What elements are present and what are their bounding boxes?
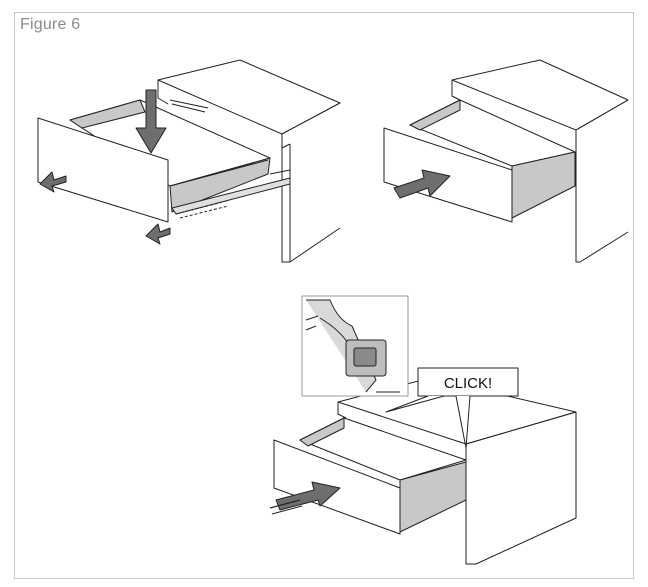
- click-callout: CLICK!: [385, 367, 519, 449]
- drawer-1-runner: [171, 177, 291, 215]
- cabinet-3-side: [465, 412, 577, 565]
- cabinet-3-front-edge: [337, 402, 347, 419]
- cabinet-1-base: [289, 227, 341, 263]
- cabinet-2-front-edge: [451, 80, 461, 101]
- cabinet-1-side-fill: [282, 103, 340, 230]
- drawer-3: [273, 417, 467, 535]
- step-insert-drawer: [383, 59, 629, 263]
- arrow-right-icon: [275, 481, 341, 511]
- arrow-left-icon: [145, 223, 171, 245]
- drawer-1-front-panel: [37, 117, 169, 223]
- arrow-right-icon: [393, 169, 451, 199]
- motion-line-1: [269, 499, 301, 509]
- step-push-click: CLICK!: [269, 295, 577, 565]
- figure-label: Figure 6: [20, 16, 81, 33]
- detail-clip-latch: [353, 347, 377, 367]
- cabinet-3-top-edge: [465, 411, 577, 445]
- figure-frame: [14, 12, 634, 579]
- callout-box: [417, 367, 519, 397]
- cabinet-2-side: [575, 130, 629, 263]
- callout-pointer-right: [455, 395, 471, 449]
- drawer-1-rail-edge: [169, 159, 269, 187]
- drawer-1-rails-top: [169, 99, 209, 113]
- drawer-1-rail: [269, 169, 291, 175]
- arrow-left-icon: [39, 171, 67, 193]
- cabinet-1-leg: [281, 148, 290, 263]
- step-remove-drawer: [37, 59, 341, 263]
- cabinet-1-front-edge: [157, 80, 169, 105]
- drawer-1-slide: [175, 199, 231, 219]
- cabinet-2-top-edge: [575, 99, 629, 131]
- callout-text: CLICK!: [444, 375, 492, 392]
- drawer-3-back: [299, 417, 345, 447]
- detail-screws: [305, 315, 319, 331]
- push-arrows: [269, 481, 341, 515]
- drawer-2: [383, 99, 576, 223]
- drawer-1: [37, 99, 291, 223]
- drawer-2-front-panel: [383, 127, 513, 223]
- cabinet-1-edges: [281, 102, 341, 262]
- click-clip-detail: [301, 295, 409, 397]
- cabinet-2: [451, 59, 629, 263]
- arrow-down-icon: [135, 89, 167, 154]
- drawer-2-back: [409, 99, 461, 131]
- drawer-1-back: [69, 99, 146, 129]
- motion-line-2: [271, 505, 303, 515]
- drawer-1-right-side: [169, 157, 271, 213]
- cabinet-1: [157, 59, 341, 263]
- callout-pointer-left: [385, 395, 445, 413]
